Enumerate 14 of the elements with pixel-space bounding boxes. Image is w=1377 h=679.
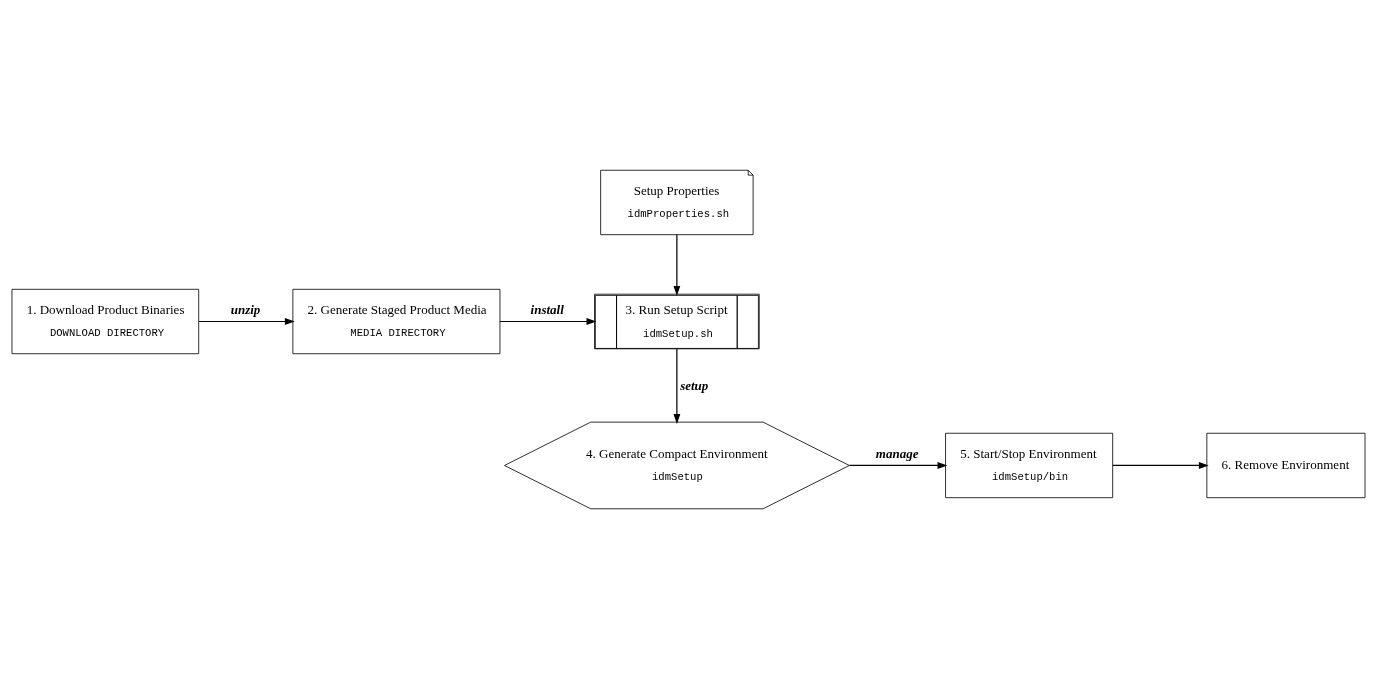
edge-label: setup xyxy=(680,378,709,394)
arrow xyxy=(499,318,597,325)
arrow xyxy=(673,348,681,424)
edge-label: unzip xyxy=(230,302,261,317)
arrow xyxy=(673,234,681,296)
node-box: 1. Download Product Binaries DOWNLOAD DIRECTORY xyxy=(11,288,200,355)
edge-label: install xyxy=(530,302,564,317)
node-box: 6. Remove Environment xyxy=(1206,432,1366,499)
arrow xyxy=(848,462,948,469)
node-box: 2. Generate Staged Product Media MEDIA DIRECTORY xyxy=(292,288,501,355)
arrow xyxy=(198,318,295,325)
edge-label: manage xyxy=(875,445,919,461)
arrow xyxy=(1112,462,1209,469)
node-box: 5. Start/Stop Environment idmSetup/bin xyxy=(945,432,1114,499)
